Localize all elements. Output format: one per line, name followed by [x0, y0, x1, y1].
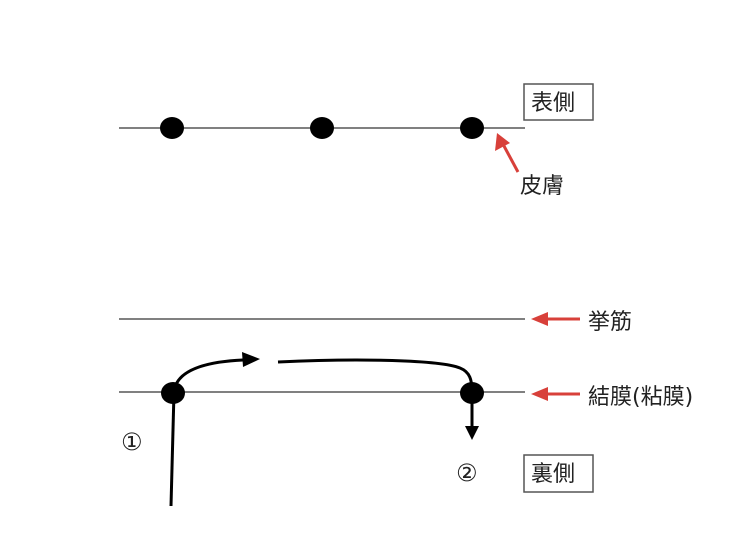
suture-dot-1	[160, 117, 184, 139]
conjunctiva-dot-1	[161, 382, 185, 404]
step-1-marker: ①	[121, 428, 143, 456]
skin-label: 皮膚	[520, 174, 564, 199]
skin-pointer-arrow	[495, 133, 520, 173]
conjunctiva-label: 結膜(粘膜)	[588, 385, 693, 410]
step-2-marker: ②	[456, 459, 478, 487]
back-side-box	[523, 454, 594, 493]
back-side-label: 裏側	[531, 462, 575, 487]
suture-dot-3	[460, 117, 484, 139]
levator-label: 挙筋	[588, 310, 632, 335]
front-side-box	[523, 83, 594, 121]
conjunctiva-dot-2	[460, 382, 484, 404]
suture-dot-2	[310, 117, 334, 139]
needle-return-path	[277, 358, 474, 428]
conjunctiva-pointer-arrow	[531, 387, 580, 401]
needle-entry-line	[169, 391, 176, 507]
levator-pointer-arrow	[531, 312, 580, 326]
needle-arrowhead-2	[465, 426, 479, 440]
needle-curve-path	[172, 358, 244, 393]
front-side-label: 表側	[531, 91, 575, 116]
needle-arrowhead-1	[242, 352, 260, 367]
